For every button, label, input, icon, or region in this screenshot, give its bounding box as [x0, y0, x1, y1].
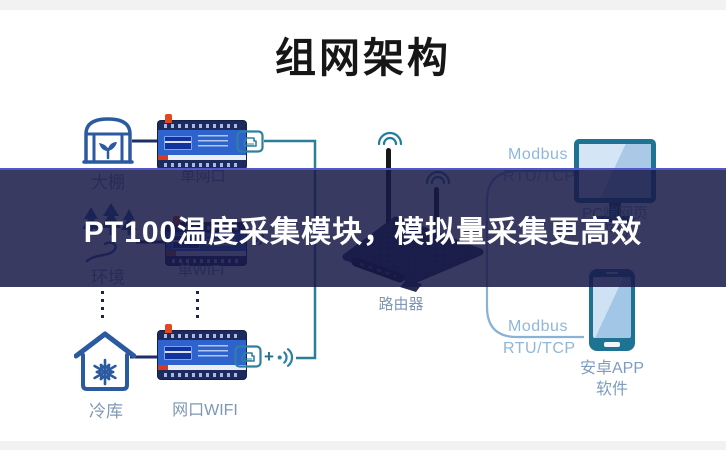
- bottom-gray-bar: [0, 441, 726, 450]
- ethernet-port-icon: [234, 345, 262, 368]
- phone-screen: [593, 277, 631, 338]
- router-label: 路由器: [378, 296, 424, 313]
- phone-label-line2: 软件: [595, 381, 628, 398]
- ethernet-port-icon: [236, 130, 264, 153]
- top-gray-bar: [0, 0, 726, 10]
- greenhouse-icon: [82, 117, 134, 164]
- module-display: [164, 345, 192, 360]
- modbus-bottom-line2: RTU/TCP: [503, 340, 576, 357]
- plus-sign: +: [264, 347, 274, 366]
- io-module-lan-wifi: [158, 324, 246, 379]
- headline-banner: PT100温度采集模块，模拟量采集更高效: [0, 168, 726, 287]
- router-wifi-arcs-icon: [377, 131, 403, 146]
- modbus-top-line1: Modbus: [508, 146, 568, 163]
- phone-home-button: [604, 342, 620, 347]
- modbus-bottom-line1: Modbus: [508, 318, 568, 335]
- cold-storage-icon: [74, 331, 136, 391]
- cold-storage-label: 冷库: [89, 402, 123, 421]
- ellipsis-dots-left: [101, 291, 104, 318]
- wifi-signal-icon: [277, 348, 294, 367]
- module-display: [164, 135, 192, 150]
- module-antenna-nub: [165, 324, 172, 333]
- module-antenna-nub: [165, 114, 172, 123]
- headline-text: PT100温度采集模块，模拟量采集更高效: [83, 215, 643, 249]
- phone-label-line1: 安卓APP: [579, 360, 645, 377]
- device-lan-wifi-label: 网口WIFI: [172, 402, 238, 419]
- ellipsis-dots-right: [196, 291, 199, 318]
- page-title: 组网架构: [275, 35, 451, 81]
- io-module-lan: [158, 114, 246, 169]
